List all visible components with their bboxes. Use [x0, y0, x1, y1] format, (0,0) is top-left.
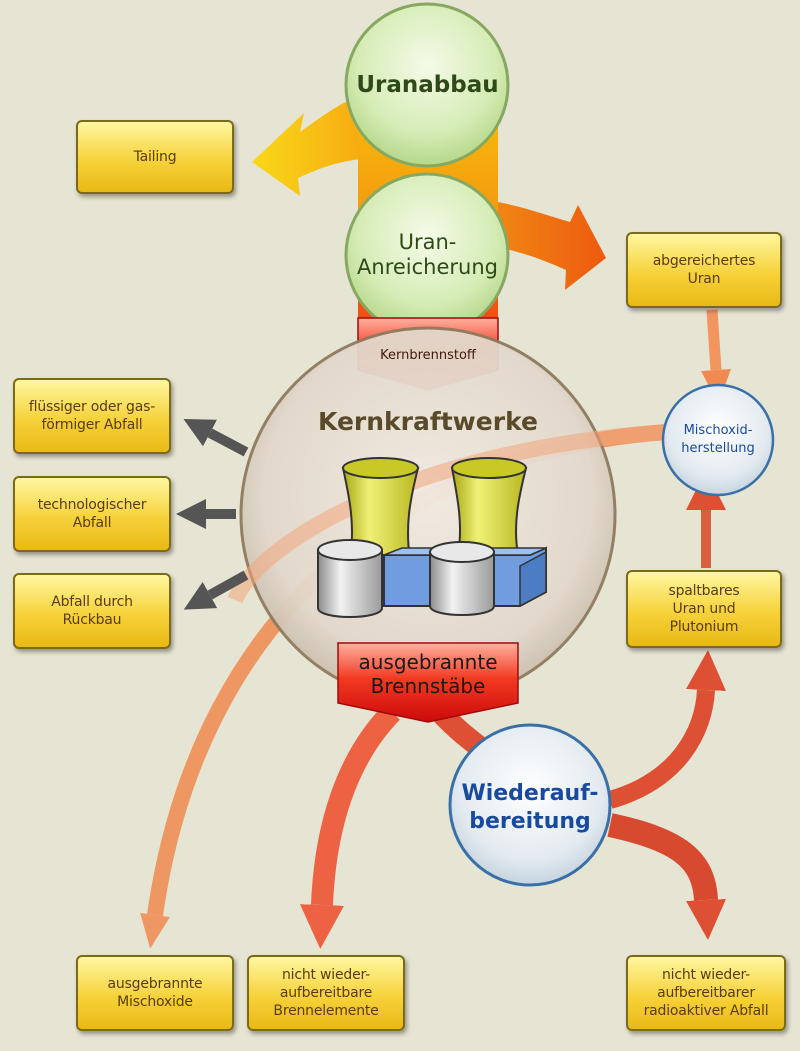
- urananreicherung-label: Uran- Anreicherung: [357, 230, 498, 279]
- depleted-uranium-arrow: [486, 200, 606, 290]
- arrow-to-brennelemente: [300, 704, 400, 949]
- fluessiger-abfall-box: flüssiger oder gas- förmiger Abfall: [13, 378, 171, 454]
- spaltbares-uran-box: spaltbares Uran und Plutonium: [626, 570, 782, 648]
- kernkraftwerke-label: Kernkraftwerke: [318, 407, 538, 436]
- mischoxidherstellung-node: [661, 383, 775, 497]
- uranabbau-label: Uranabbau: [356, 72, 499, 98]
- technologischer-abfall-box: technologischer Abfall: [13, 476, 171, 552]
- wiederaufbereitung-label: Wiederauf- bereitung: [461, 781, 599, 834]
- tailing-box: Tailing: [76, 120, 234, 194]
- ausgebrannte-brennstaebe-tag: [337, 642, 519, 723]
- nuclear-plant-icon: [317, 457, 547, 618]
- abfall-rueckbau-box: Abfall durch Rückbau: [13, 573, 171, 649]
- arrow-uran-to-mischoxid: [701, 309, 731, 404]
- ausgebrannte-brennstaebe-label: ausgebrannte Brennstäbe: [358, 650, 498, 698]
- abgereichertes-uran-box: abgereichertes Uran: [626, 232, 782, 308]
- wiederaufbereitung-node: [448, 723, 612, 887]
- grey-arrow-1: [183, 418, 249, 457]
- uranabbau-node: [344, 2, 510, 168]
- arrow-to-spaltbares: [607, 650, 726, 809]
- kernbrennstoff-label: Kernbrennstoff: [380, 348, 476, 363]
- nicht-wiederaufbereitbarer-abfall-box: nicht wieder- aufbereitbarer radioaktive…: [626, 955, 786, 1031]
- nicht-wiederaufbereitbare-brennelemente-box: nicht wieder- aufbereitbare Brennelement…: [247, 955, 405, 1031]
- tailing-arrow: [252, 92, 372, 196]
- ausgebrannte-mischoxide-box: ausgebrannte Mischoxide: [76, 955, 234, 1031]
- mischoxidherstellung-label: Mischoxid- herstellung: [681, 423, 755, 456]
- arrow-to-radioaktiver-abfall: [607, 813, 726, 940]
- grey-arrow-3: [183, 570, 249, 610]
